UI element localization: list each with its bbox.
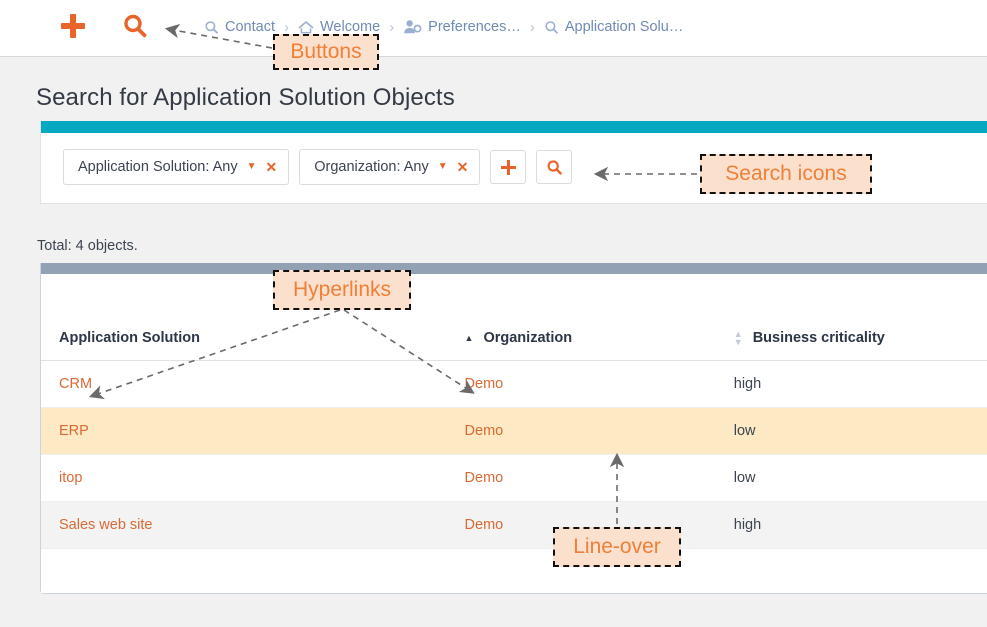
top-bar-actions <box>56 9 152 43</box>
column-header-organization[interactable]: ▲ Organization <box>465 330 734 361</box>
breadcrumb-item-preferences[interactable]: Preferences… <box>403 19 521 35</box>
plus-icon <box>501 160 516 175</box>
results-toolbar-area <box>41 274 987 330</box>
application-solution-link[interactable]: itop <box>59 470 82 486</box>
sort-toggle-icon[interactable]: ▲▼ <box>734 330 743 346</box>
close-icon[interactable]: ✕ <box>266 160 278 174</box>
cell-application-solution: Sales web site <box>41 502 465 549</box>
results-table: Application Solution ▲ Organization ▲▼ <box>41 330 987 549</box>
search-icon <box>204 20 219 35</box>
cell-business-criticality: high <box>734 361 987 408</box>
cell-application-solution: CRM <box>41 361 465 408</box>
column-header-application-solution[interactable]: Application Solution <box>41 330 465 361</box>
table-header-row: Application Solution ▲ Organization ▲▼ <box>41 330 987 361</box>
organization-link[interactable]: Demo <box>465 376 504 392</box>
search-icon <box>544 20 559 35</box>
results-panel: Application Solution ▲ Organization ▲▼ <box>40 263 987 594</box>
page-content: Search for Application Solution Objects … <box>0 57 987 627</box>
search-panel: Application Solution: Any ▼ ✕ Organizati… <box>40 121 987 204</box>
results-footer <box>41 549 987 593</box>
application-solution-link[interactable]: ERP <box>59 423 89 439</box>
breadcrumb-item-application-solution[interactable]: Application Solu… <box>544 19 684 35</box>
top-bar: Contact › Welcome › Preferen <box>0 0 987 57</box>
total-count-label: Total: 4 objects. <box>37 238 138 254</box>
organization-link[interactable]: Demo <box>465 517 504 533</box>
results-table-body: CRM Demo high ERP Demo low <box>41 361 987 549</box>
filter-chip-label: Organization: Any <box>314 159 428 175</box>
organization-link[interactable]: Demo <box>465 470 504 486</box>
cell-business-criticality: low <box>734 408 987 455</box>
run-search-button[interactable] <box>536 150 572 184</box>
table-row[interactable]: itop Demo low <box>41 455 987 502</box>
chevron-right-icon: › <box>389 19 394 36</box>
column-header-business-criticality[interactable]: ▲▼ Business criticality <box>734 330 987 361</box>
cell-business-criticality: low <box>734 455 987 502</box>
home-icon <box>298 20 314 35</box>
table-row[interactable]: Sales web site Demo high <box>41 502 987 549</box>
cell-organization: Demo <box>465 361 734 408</box>
application-solution-link[interactable]: CRM <box>59 376 92 392</box>
new-object-button[interactable] <box>56 9 90 43</box>
filter-chip-label: Application Solution: Any <box>78 159 238 175</box>
page-title: Search for Application Solution Objects <box>36 84 455 112</box>
results-table-head: Application Solution ▲ Organization ▲▼ <box>41 330 987 361</box>
chevron-right-icon: › <box>284 19 289 36</box>
cell-application-solution: ERP <box>41 408 465 455</box>
filter-chip-application-solution[interactable]: Application Solution: Any ▼ ✕ <box>63 149 289 185</box>
cell-application-solution: itop <box>41 455 465 502</box>
column-header-label: Application Solution <box>59 330 200 346</box>
table-row[interactable]: ERP Demo low <box>41 408 987 455</box>
results-accent-bar <box>41 263 987 274</box>
search-button[interactable] <box>118 9 152 43</box>
cell-organization: Demo <box>465 502 734 549</box>
sort-ascending-icon[interactable]: ▲ <box>465 334 474 343</box>
search-criteria-row: Application Solution: Any ▼ ✕ Organizati… <box>41 133 987 203</box>
chevron-right-icon: › <box>530 19 535 36</box>
breadcrumb-label: Contact <box>225 19 275 35</box>
search-icon <box>122 13 148 39</box>
search-panel-accent-bar <box>41 121 987 133</box>
breadcrumb-item-contact[interactable]: Contact <box>204 19 275 35</box>
cell-business-criticality: high <box>734 502 987 549</box>
plus-icon <box>60 13 86 39</box>
user-gear-icon <box>403 19 422 35</box>
search-icon <box>546 159 563 176</box>
application-solution-link[interactable]: Sales web site <box>59 517 153 533</box>
close-icon[interactable]: ✕ <box>457 160 469 174</box>
breadcrumb-label: Welcome <box>320 19 380 35</box>
chevron-down-icon[interactable]: ▼ <box>247 162 257 172</box>
column-header-label: Organization <box>483 330 572 346</box>
column-header-label: Business criticality <box>753 330 885 346</box>
add-criteria-button[interactable] <box>490 150 526 184</box>
breadcrumb-label: Application Solu… <box>565 19 684 35</box>
breadcrumb: Contact › Welcome › Preferen <box>204 14 683 40</box>
breadcrumb-label: Preferences… <box>428 19 521 35</box>
breadcrumb-item-welcome[interactable]: Welcome <box>298 19 380 35</box>
organization-link[interactable]: Demo <box>465 423 504 439</box>
filter-chip-organization[interactable]: Organization: Any ▼ ✕ <box>299 149 480 185</box>
chevron-down-icon[interactable]: ▼ <box>438 162 448 172</box>
cell-organization: Demo <box>465 455 734 502</box>
table-row[interactable]: CRM Demo high <box>41 361 987 408</box>
cell-organization: Demo <box>465 408 734 455</box>
